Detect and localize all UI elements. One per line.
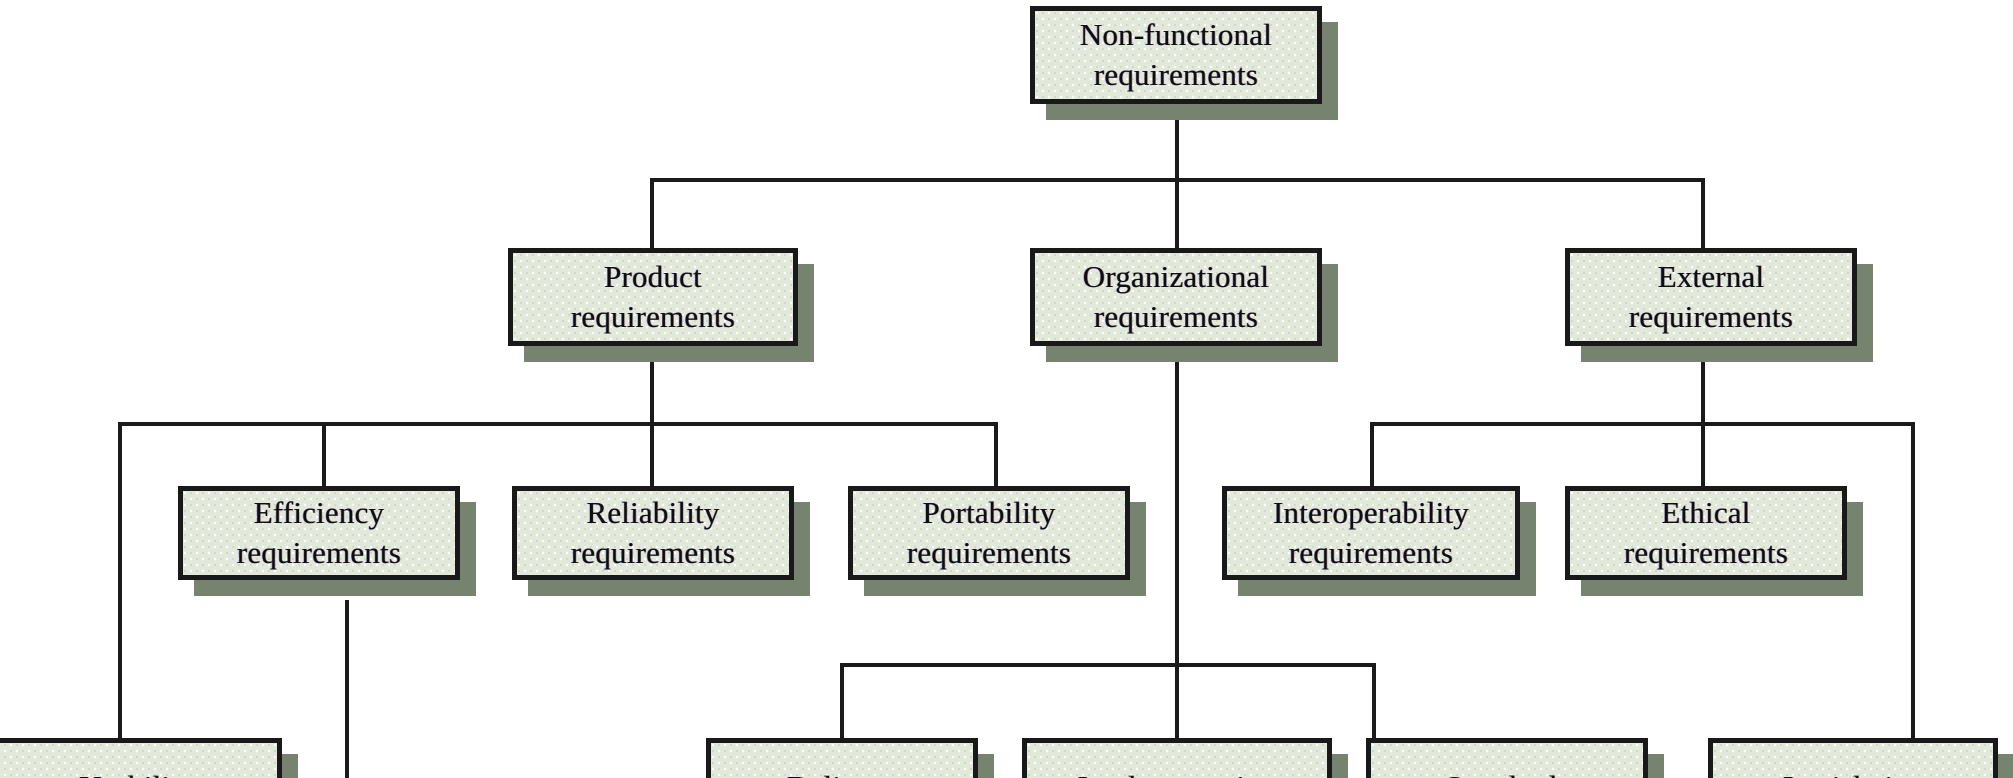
node-interoperability-requirements[interactable]: Interoperability requirements [1222,486,1536,596]
node-delivery[interactable]: Delivery [706,738,994,778]
connector-drop-efficiency [322,422,326,486]
connector-drop-legislative [1911,422,1915,738]
node-external-requirements[interactable]: External requirements [1565,248,1873,362]
node-usability[interactable]: Usability [0,738,298,778]
connector-drop-portability [994,422,998,486]
node-label: External requirements [1628,259,1794,334]
node-face: Standards [1366,738,1648,778]
node-label: Standards [1439,767,1575,778]
node-label: Efficiency requirements [236,495,402,570]
node-label: Reliability requirements [570,495,736,570]
connector-drop-ethical [1701,422,1705,486]
node-face: Implementation [1022,738,1332,778]
node-reliability-requirements[interactable]: Reliability requirements [512,486,810,596]
node-implementation[interactable]: Implementation [1022,738,1348,778]
node-label: Non-functional requirements [1079,17,1273,92]
node-face: Legislative [1708,738,1998,778]
node-standards[interactable]: Standards [1366,738,1664,778]
node-label: Portability requirements [906,495,1072,570]
node-face: Usability [0,738,282,778]
connector-drop-implementation [1175,663,1179,738]
connector-drop-organizational [1175,178,1179,250]
node-label: Ethical requirements [1623,495,1789,570]
connector-root-stem [1175,104,1179,182]
connector-drop-product [650,178,654,250]
node-face: External requirements [1565,248,1857,346]
connector-organizational-trunk [1175,362,1179,666]
connector-drop-reliability [650,422,654,486]
connector-drop-standards [1372,663,1376,738]
node-face: Reliability requirements [512,486,794,580]
node-face: Efficiency requirements [178,486,460,580]
node-face: Ethical requirements [1565,486,1847,580]
connector-drop-external [1701,178,1705,250]
connector-efficiency-down [345,600,349,778]
connector-product-bus [118,422,998,426]
node-ethical-requirements[interactable]: Ethical requirements [1565,486,1863,596]
node-face: Delivery [706,738,978,778]
connector-organizational-bus [840,663,1376,667]
node-product-requirements[interactable]: Product requirements [508,248,814,362]
connector-product-stem [650,362,654,426]
connector-drop-interoperability [1370,422,1374,486]
node-organizational-requirements[interactable]: Organizational requirements [1030,248,1338,362]
node-face: Organizational requirements [1030,248,1322,346]
connector-external-stem [1701,362,1705,426]
node-face: Interoperability requirements [1222,486,1520,580]
node-label: Legislative [1777,767,1929,778]
node-label: Interoperability requirements [1272,495,1469,570]
node-label: Delivery [781,767,903,778]
node-label: Usability [73,767,200,778]
node-efficiency-requirements[interactable]: Efficiency requirements [178,486,476,596]
node-legislative[interactable]: Legislative [1708,738,2013,778]
node-label: Implementation [1071,767,1282,778]
node-face: Product requirements [508,248,798,346]
connector-drop-delivery [840,663,844,738]
node-face: Portability requirements [848,486,1130,580]
node-portability-requirements[interactable]: Portability requirements [848,486,1146,596]
node-label: Product requirements [570,259,736,334]
node-label: Organizational requirements [1082,259,1270,334]
connector-drop-usability [118,422,122,738]
node-non-functional-requirements[interactable]: Non-functional requirements [1030,6,1338,120]
connector-external-bus [1370,422,1915,426]
node-face: Non-functional requirements [1030,6,1322,104]
